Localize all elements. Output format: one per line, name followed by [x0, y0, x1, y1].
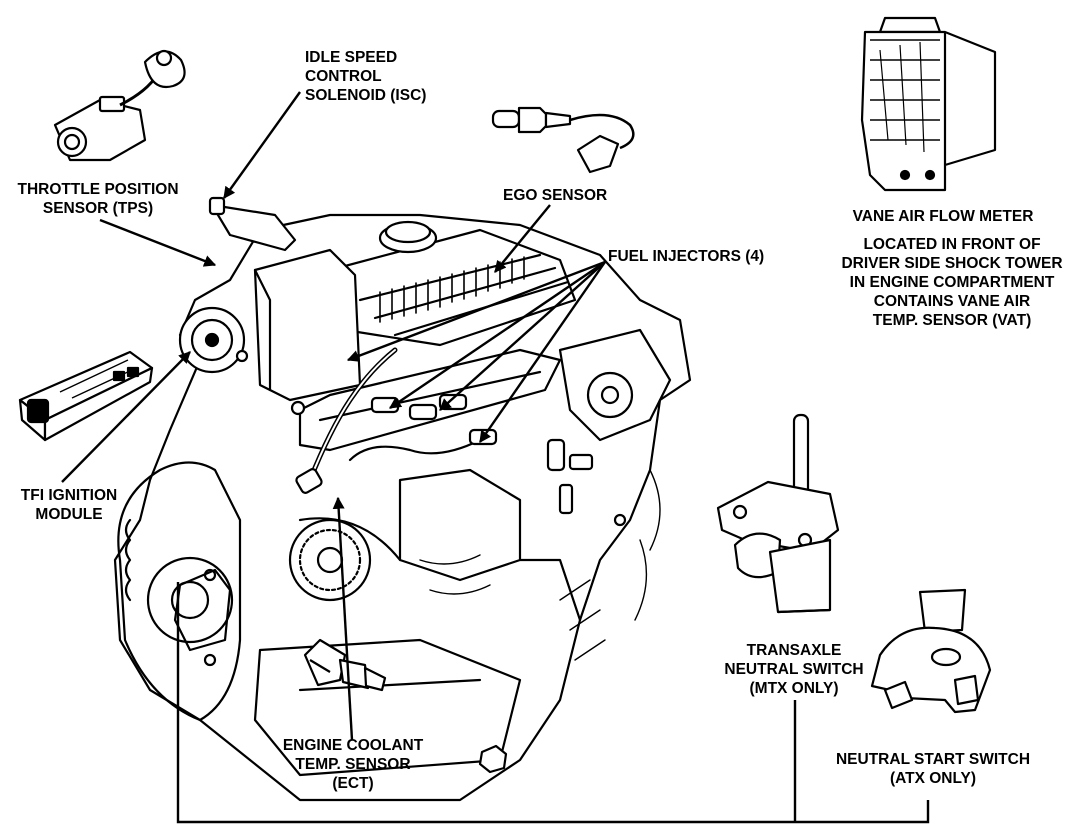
transaxle-label-line-1: TRANSAXLE [746, 642, 842, 659]
coolant-sensor-icon [303, 638, 387, 692]
tps-label-line-2: SENSOR (TPS) [42, 200, 154, 217]
injectors-label: FUEL INJECTORS (4) [608, 247, 764, 266]
neutral-start-label-line-1: NEUTRAL START SWITCH [835, 751, 1031, 768]
isc-label-line-1: IDLE SPEED [305, 49, 398, 66]
leader-lines [61, 91, 930, 824]
vane-note-line-4: CONTAINS VANE AIR [873, 293, 1031, 310]
isc-label-line-3: SOLENOID (ISC) [305, 87, 427, 104]
ego-label: EGO SENSOR [503, 186, 607, 205]
vane-note-label: LOCATED IN FRONT OF DRIVER SIDE SHOCK TO… [818, 235, 1086, 330]
tfi-module-icon [18, 350, 154, 442]
neutral-start-label-line-2: (ATX ONLY) [889, 770, 977, 787]
throttle-position-sensor-icon [53, 49, 186, 162]
vane-meter-label: VANE AIR FLOW METER [812, 207, 1074, 226]
vane-note-line-2: DRIVER SIDE SHOCK TOWER [841, 255, 1063, 272]
isc-label: IDLE SPEED CONTROL SOLENOID (ISC) [305, 48, 426, 105]
transaxle-switch-icon [716, 413, 840, 614]
tps-label: THROTTLE POSITION SENSOR (TPS) [0, 180, 196, 218]
transaxle-label-line-3: (MTX ONLY) [749, 680, 839, 697]
vane-note-line-3: IN ENGINE COMPARTMENT [849, 274, 1055, 291]
vane-air-flow-meter-icon [860, 16, 997, 192]
ect-label-line-2: TEMP. SENSOR [295, 756, 411, 773]
ect-label: ENGINE COOLANT TEMP. SENSOR (ECT) [258, 736, 448, 793]
ego-label-line-1: EGO SENSOR [503, 187, 608, 204]
neutral-start-switch-icon [870, 588, 992, 714]
vane-note-line-5: TEMP. SENSOR (VAT) [872, 312, 1032, 329]
ect-label-line-1: ENGINE COOLANT [282, 737, 424, 754]
tps-label-line-1: THROTTLE POSITION [17, 181, 179, 198]
vane-meter-label-line-1: VANE AIR FLOW METER [852, 208, 1034, 225]
engine-drawing [113, 196, 692, 802]
isc-label-line-2: CONTROL [305, 68, 382, 85]
transaxle-label-line-2: NEUTRAL SWITCH [724, 661, 864, 678]
tfi-label-line-1: TFI IGNITION [20, 487, 118, 504]
ect-label-line-3: (ECT) [332, 775, 374, 792]
tfi-label-line-2: MODULE [35, 506, 103, 523]
tfi-label: TFI IGNITION MODULE [4, 486, 134, 524]
transaxle-switch-label: TRANSAXLE NEUTRAL SWITCH (MTX ONLY) [698, 641, 890, 698]
ego-sensor-icon [491, 106, 635, 174]
neutral-start-switch-label: NEUTRAL START SWITCH (ATX ONLY) [808, 750, 1058, 788]
injectors-label-line-1: FUEL INJECTORS (4) [608, 248, 765, 265]
vane-note-line-1: LOCATED IN FRONT OF [863, 236, 1041, 253]
